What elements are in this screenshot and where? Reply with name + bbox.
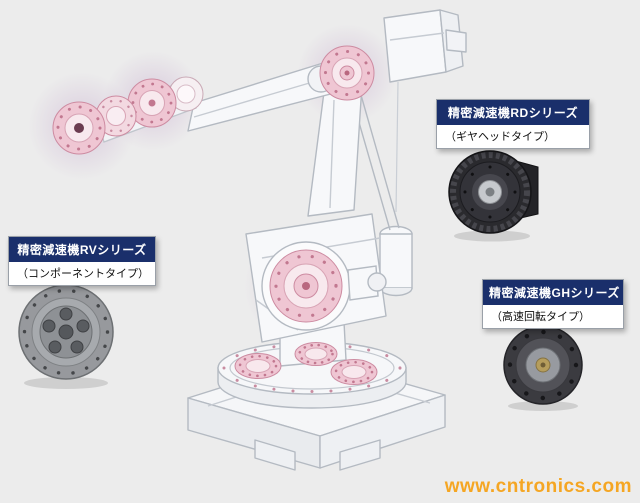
wireframe-line <box>395 81 399 213</box>
elbow-joint-reducer <box>261 241 387 331</box>
callout-rd-series: 精密減速機RDシリーズ （ギヤヘッドタイプ） <box>436 99 590 149</box>
shoulder-joint-reducer <box>319 45 375 101</box>
rv-product-photo <box>18 284 114 389</box>
rd-product-photo <box>448 150 539 242</box>
wrist-reducer-assembly <box>52 76 204 155</box>
callout-gh-series: 精密減速機GHシリーズ （高速回転タイプ） <box>482 279 624 329</box>
callout-rv-title: 精密減速機RVシリーズ <box>9 237 155 262</box>
callout-gh-subtitle: （高速回転タイプ） <box>491 311 590 323</box>
callout-gh-title: 精密減速機GHシリーズ <box>483 280 623 305</box>
callout-rv-subtitle: （コンポーネントタイプ） <box>17 268 149 280</box>
callout-rv-series: 精密減速機RVシリーズ （コンポーネントタイプ） <box>8 236 156 286</box>
watermark-text: www.cntronics.com <box>444 476 632 497</box>
gh-product-photo <box>503 325 583 411</box>
callout-rd-title: 精密減速機RDシリーズ <box>437 100 589 125</box>
callout-rd-subtitle: （ギヤヘッドタイプ） <box>445 131 555 143</box>
turntable-reducer-gears <box>234 342 378 385</box>
head-motor-box <box>383 9 467 83</box>
